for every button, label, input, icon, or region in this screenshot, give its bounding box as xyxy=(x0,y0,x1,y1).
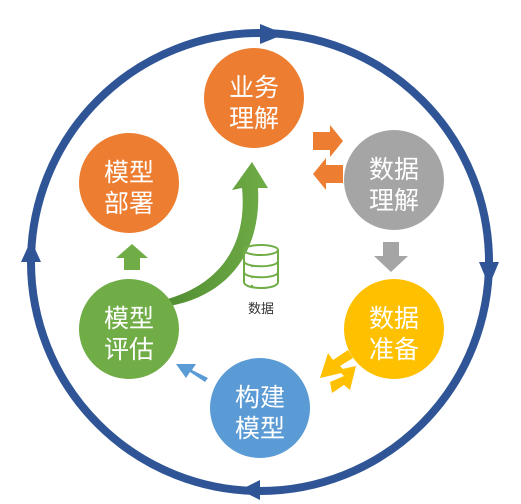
node-label-line2: 部署 xyxy=(104,189,154,218)
node-label-line2: 评估 xyxy=(104,335,154,364)
node-circle xyxy=(344,279,444,379)
ring-arrow-left-icon xyxy=(21,240,41,262)
node-label-line1: 数据 xyxy=(369,155,419,184)
arrow-prep-to-model-icon xyxy=(320,350,356,393)
node-circle xyxy=(344,130,444,230)
arrow-eval-to-business-icon xyxy=(155,162,268,308)
node-label-line2: 理解 xyxy=(229,104,279,133)
node-circle xyxy=(79,279,179,379)
node-circle xyxy=(204,48,304,148)
node-label-line2: 模型 xyxy=(235,414,285,443)
node-label-line2: 理解 xyxy=(369,186,419,215)
ring-arrow-top-icon xyxy=(260,24,285,44)
arrow-data-to-prep-icon xyxy=(374,242,408,272)
arrow-eval-to-deploy-icon xyxy=(116,244,148,270)
node-label-line1: 模型 xyxy=(104,304,154,333)
center-label: 数据 xyxy=(248,302,274,317)
node-circle xyxy=(210,358,310,458)
ring-arrow-right-icon xyxy=(479,262,499,286)
node-circle xyxy=(79,133,179,233)
arrow-model-to-eval-icon xyxy=(176,364,208,382)
node-data-preparation: 数据 准备 xyxy=(344,279,444,379)
node-label-line1: 数据 xyxy=(369,304,419,333)
node-label-line2: 准备 xyxy=(369,335,419,364)
ring-arrow-bottom-icon xyxy=(240,480,260,500)
node-label-line1: 模型 xyxy=(104,158,154,187)
arrow-business-to-data-icon xyxy=(313,125,343,190)
node-business-understanding: 业务 理解 xyxy=(204,48,304,148)
database-icon xyxy=(243,244,279,289)
node-label-line1: 业务 xyxy=(229,73,279,102)
node-deployment: 模型 部署 xyxy=(79,133,179,233)
node-modeling: 构建 模型 xyxy=(210,358,310,458)
node-evaluation: 模型 评估 xyxy=(79,279,179,379)
node-data-understanding: 数据 理解 xyxy=(344,130,444,230)
node-label-line1: 构建 xyxy=(235,383,285,412)
